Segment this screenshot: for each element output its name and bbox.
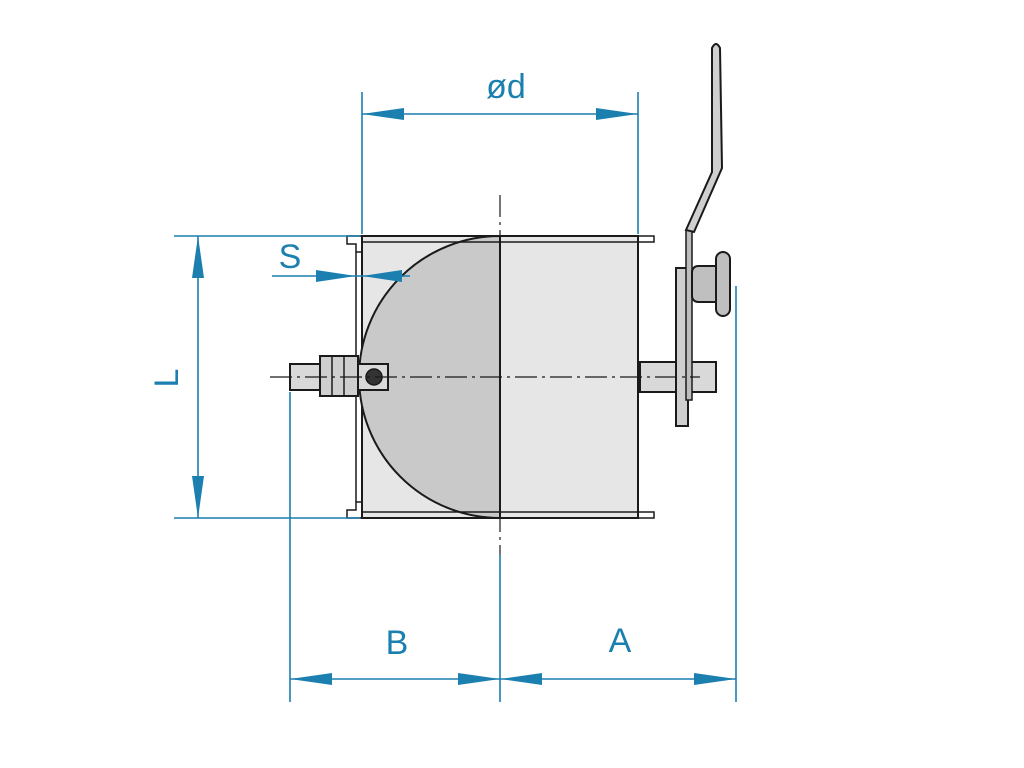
lever-arm <box>684 43 724 234</box>
left-flange-top <box>346 235 362 253</box>
dimension-s: S <box>272 238 410 282</box>
label-s: S <box>279 238 302 276</box>
left-flange-bottom <box>346 501 362 519</box>
right-flange-bottom <box>638 511 655 519</box>
left-bearing-block <box>319 355 359 397</box>
dimension-diameter: ød <box>361 68 639 234</box>
mounting-plate-edge <box>685 229 693 401</box>
right-flange-top <box>638 235 655 243</box>
label-a: A <box>609 622 632 660</box>
label-diameter: ød <box>486 68 526 106</box>
handle-assembly <box>639 43 731 427</box>
label-b: B <box>386 624 409 662</box>
dimension-b-a: B A <box>289 286 737 702</box>
dimension-l: L <box>148 235 360 519</box>
locking-knob-icon <box>691 251 731 317</box>
label-l: L <box>148 369 186 388</box>
